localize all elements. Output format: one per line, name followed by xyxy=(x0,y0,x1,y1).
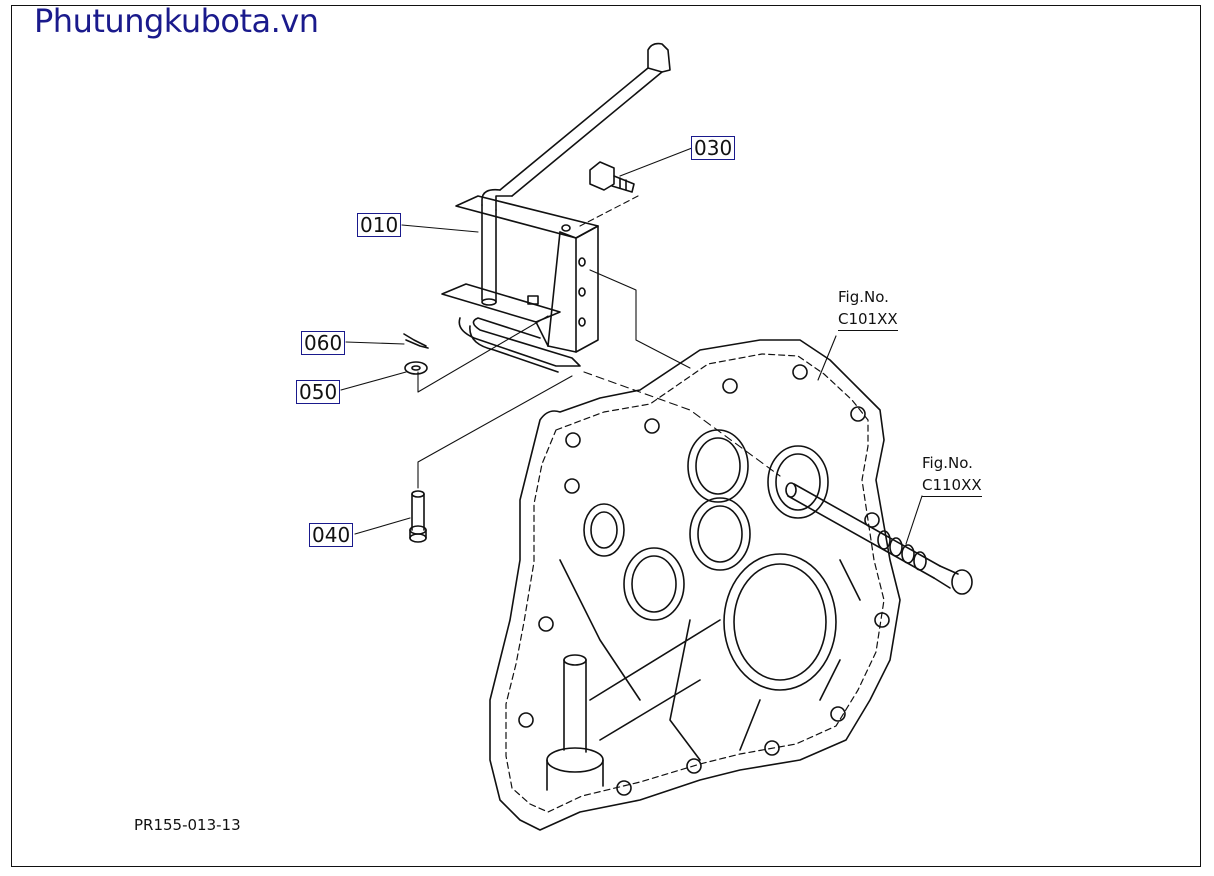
drawing-code: PR155-013-13 xyxy=(134,816,241,834)
lever-bracket xyxy=(441,195,599,373)
site-title: Phutungkubota.vn xyxy=(34,2,319,40)
part-label-030[interactable]: 030 xyxy=(691,136,736,160)
part-label-010[interactable]: 010 xyxy=(357,213,402,237)
figure-ref-code: C110XX xyxy=(922,474,982,497)
figure-ref-title: Fig.No. xyxy=(838,288,889,306)
washer-050 xyxy=(404,361,428,375)
bolt-030 xyxy=(589,161,635,193)
figure-ref-title: Fig.No. xyxy=(922,454,973,472)
assembly-lines xyxy=(417,195,781,489)
split-pin-060 xyxy=(403,333,429,349)
part-label-060[interactable]: 060 xyxy=(301,331,346,355)
lever-rod xyxy=(481,42,671,306)
figure-ref-c101xx[interactable]: Fig.No. C101XX xyxy=(838,286,898,331)
gear-case-housing xyxy=(489,339,901,831)
pin-040 xyxy=(409,490,427,543)
leader-lines xyxy=(340,147,923,545)
part-label-040[interactable]: 040 xyxy=(309,523,354,547)
figure-ref-c110xx[interactable]: Fig.No. C110XX xyxy=(922,452,982,497)
part-label-050[interactable]: 050 xyxy=(296,380,341,404)
shaft-c110xx xyxy=(785,482,973,595)
figure-ref-code: C101XX xyxy=(838,308,898,331)
drawing-frame xyxy=(11,5,1201,867)
